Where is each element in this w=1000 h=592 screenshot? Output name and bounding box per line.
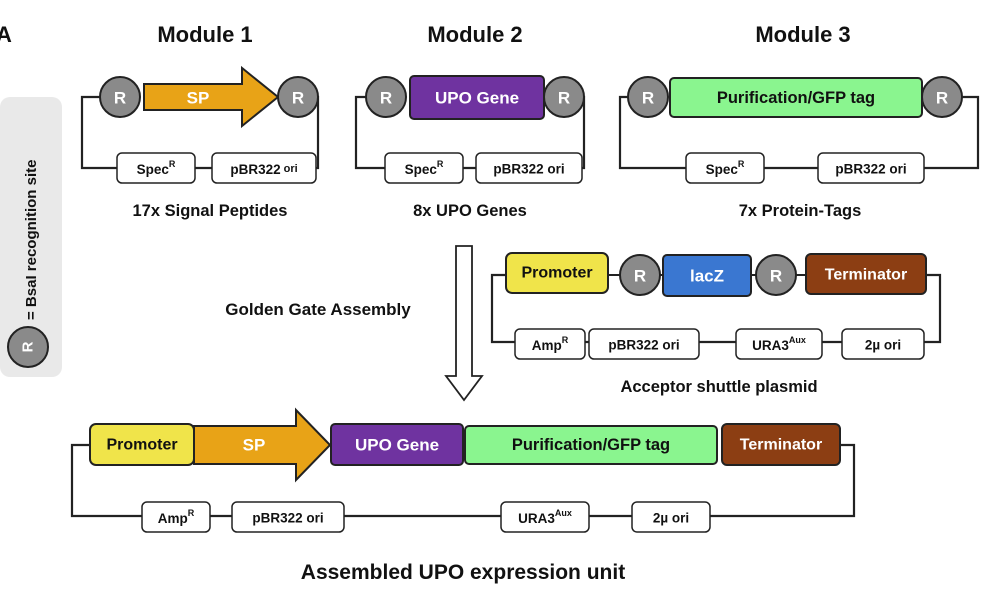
acceptor-amp-marker [514, 328, 586, 360]
module-1-caption: 17x Signal Peptides [133, 202, 288, 220]
module-2-right-site-label: R [558, 89, 570, 108]
acceptor-terminator-box [805, 253, 927, 295]
assembled-2mu-label: 2µ ori [653, 511, 689, 526]
module-3-ori-marker-label: pBR322 ori [835, 162, 906, 177]
assembled-ori-label: pBR322 ori [252, 511, 323, 526]
module-2-left-site-label: R [380, 89, 392, 108]
module-1-insert-label: SP [187, 89, 210, 108]
module-2-right-site [543, 76, 585, 118]
assembled-ori-marker [231, 501, 345, 533]
golden-gate-label: Golden Gate Assembly [225, 300, 411, 319]
assembled-caption: Assembled UPO expression unit [301, 561, 625, 584]
golden-gate-arrow: Golden Gate Assembly [225, 245, 484, 402]
module-1-left-site [99, 76, 141, 118]
legend-box [0, 97, 62, 377]
legend-site-icon [7, 326, 49, 368]
module-2-spec-marker [384, 152, 464, 184]
module-3: Module 3 Purification/GFP tag R R SpecR … [618, 22, 980, 220]
acceptor-site-1 [619, 254, 661, 296]
acceptor-lacz-label: lacZ [690, 267, 724, 286]
module-3-left-site-label: R [642, 89, 654, 108]
module-1-title: Module 1 [157, 22, 252, 47]
legend: R = BsaI recognition site [0, 97, 62, 377]
assembled-tag-label: Purification/GFP tag [512, 436, 670, 454]
acceptor-amp-label: AmpR [532, 335, 569, 353]
module-2-left-site [365, 76, 407, 118]
assembled-amp-marker [141, 501, 211, 533]
module-2-caption: 8x UPO Genes [413, 202, 527, 220]
legend-site-symbol: R [20, 341, 37, 352]
acceptor-terminator-label: Terminator [825, 267, 907, 284]
assembled-tag-box [464, 425, 718, 465]
assembled-promoter-label: Promoter [106, 437, 177, 454]
acceptor-caption: Acceptor shuttle plasmid [620, 378, 817, 396]
assembled-backbone [70, 443, 856, 518]
assembled-sp-arrow [193, 407, 332, 483]
acceptor-promoter-box [505, 252, 609, 294]
acceptor-backbone [490, 273, 942, 344]
acceptor-2mu-marker [841, 328, 925, 360]
module-3-spec-marker [685, 152, 765, 184]
acceptor-promoter-label: Promoter [521, 265, 592, 282]
panel-letter: A [0, 22, 12, 47]
module-2: Module 2 UPO Gene R R SpecR pBR322 ori 8… [354, 22, 586, 220]
acceptor-site-1-label: R [634, 267, 646, 286]
module-2-title: Module 2 [427, 22, 522, 47]
module-3-right-site [921, 76, 963, 118]
module-1-spec-marker-label: SpecR [137, 159, 176, 177]
assembled-amp-label: AmpR [158, 508, 195, 526]
assembled-ura3-marker [500, 501, 590, 533]
module-3-ori-marker [817, 152, 925, 184]
assembled-unit: Promoter SP UPO Gene Purification/GFP ta… [70, 407, 856, 584]
module-2-ori-marker [475, 152, 583, 184]
module-1-sp-arrow [143, 65, 280, 129]
assembled-terminator-box [721, 423, 841, 466]
module-1-ori-marker [211, 152, 317, 184]
legend-text: = BsaI recognition site [23, 160, 40, 320]
module-1-right-site [277, 76, 319, 118]
module-3-right-site-label: R [936, 89, 948, 108]
module-3-title: Module 3 [755, 22, 850, 47]
assembled-upo-box [330, 423, 464, 466]
down-arrow-icon [444, 245, 484, 402]
acceptor-ura3-marker [735, 328, 823, 360]
module-1-left-site-label: R [114, 89, 126, 108]
acceptor-2mu-label: 2µ ori [865, 338, 901, 353]
acceptor-ura3-label: URA3Aux [752, 335, 806, 353]
module-2-insert-label: UPO Gene [435, 89, 519, 108]
assembled-terminator-label: Terminator [740, 437, 822, 454]
assembled-ura3-label: URA3Aux [518, 508, 572, 526]
acceptor-lacz-box [662, 254, 752, 297]
acceptor-site-2-label: R [770, 267, 782, 286]
module-3-spec-marker-label: SpecR [706, 159, 745, 177]
acceptor-ori-label: pBR322 ori [608, 338, 679, 353]
module-3-left-site [627, 76, 669, 118]
assembled-upo-label: UPO Gene [355, 436, 439, 455]
module-2-spec-marker-label: SpecR [405, 159, 444, 177]
module-2-ori-marker-label: pBR322 ori [493, 162, 564, 177]
acceptor-plasmid: Promoter R lacZ R Terminator AmpR pBR322… [490, 252, 942, 396]
assembled-sp-label: SP [243, 436, 266, 455]
module-3-insert-label: Purification/GFP tag [717, 89, 875, 107]
module-3-plasmid-backbone [618, 95, 980, 170]
module-1-spec-marker [116, 152, 196, 184]
assembled-2mu-marker [631, 501, 711, 533]
acceptor-ori-marker [588, 328, 700, 360]
module-3-caption: 7x Protein-Tags [739, 202, 862, 220]
acceptor-site-2 [755, 254, 797, 296]
module-1-right-site-label: R [292, 89, 304, 108]
